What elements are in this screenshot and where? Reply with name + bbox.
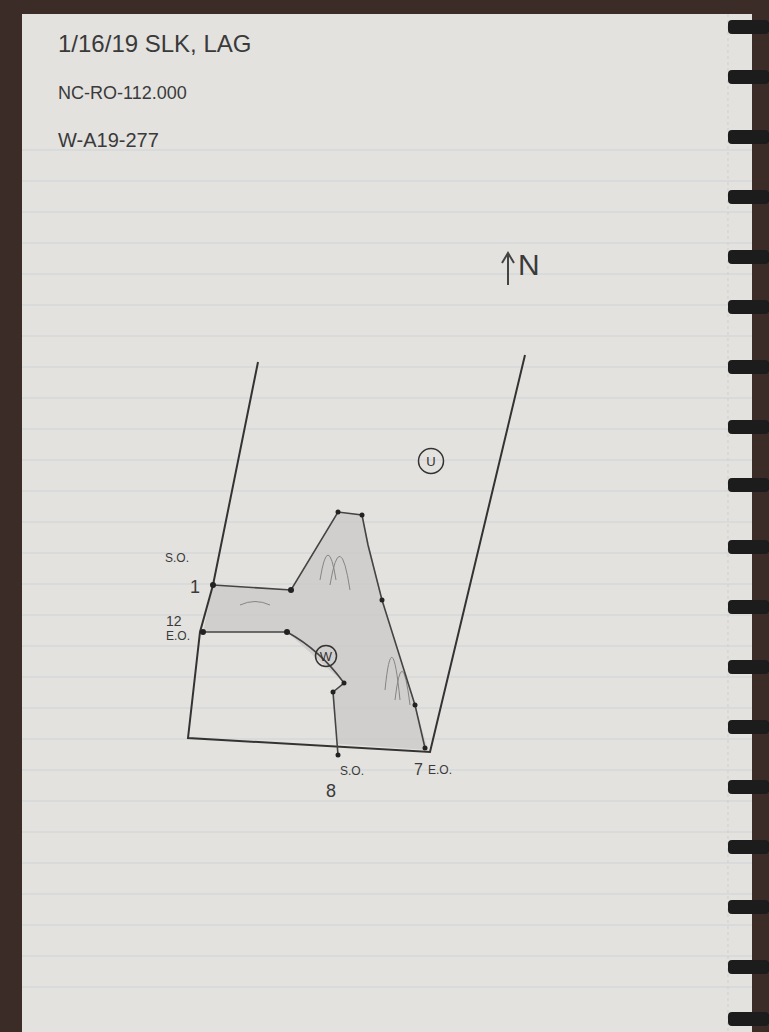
area-circle: U xyxy=(417,447,445,475)
field-note: 1/16/19 SLK, LAG xyxy=(58,32,251,56)
flag-label: S.O. xyxy=(340,765,364,777)
field-note: W-A19-277 xyxy=(58,130,159,150)
area-letter: W xyxy=(320,650,332,663)
flag-label: 1 xyxy=(190,578,200,596)
flag-points xyxy=(200,510,428,758)
flag-label: E.O. xyxy=(428,764,452,776)
wetland-shading xyxy=(203,512,428,750)
hatching xyxy=(240,555,410,705)
flag-label: 8 xyxy=(326,782,336,800)
spiral-binding xyxy=(728,20,769,1026)
notebook-page xyxy=(22,14,752,1032)
wetland-boundary xyxy=(213,512,425,748)
flag-label: 7 xyxy=(414,762,423,778)
north-label: N xyxy=(518,250,540,280)
area-letter: U xyxy=(426,455,435,468)
site-boundary xyxy=(188,355,525,752)
flag-label: S.O. xyxy=(165,552,189,564)
flag-label: 12 xyxy=(166,614,182,628)
flag-label: E.O. xyxy=(166,630,190,642)
perforation xyxy=(728,14,729,1032)
wetland-boundary xyxy=(203,632,344,755)
area-circle: W xyxy=(314,644,338,668)
field-note: NC-RO-112.000 xyxy=(58,84,187,102)
north-arrow xyxy=(502,253,514,285)
ruled-lines xyxy=(22,150,752,987)
